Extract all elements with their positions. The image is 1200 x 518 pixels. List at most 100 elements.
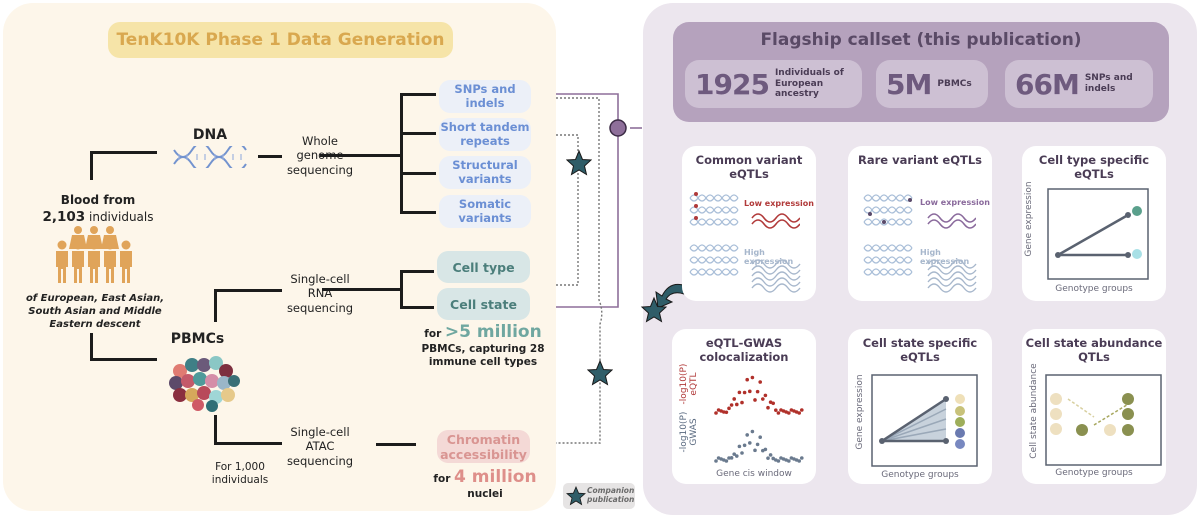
connector (214, 289, 282, 292)
stat-label: PBMCs (937, 78, 972, 89)
note-prefix: for (424, 328, 445, 340)
blood-label: Blood from 2,103 individuals (28, 193, 168, 226)
card-title: Common variant eQTLs (695, 153, 803, 181)
scrna-method: Single-cell RNA sequencing (286, 272, 354, 315)
connector (400, 270, 403, 308)
dna-helix-icon (173, 146, 247, 168)
connector (214, 415, 217, 445)
connector (400, 93, 436, 96)
eqtl-axis-label: -log10(P) eQTL (679, 363, 699, 405)
coloc-point (740, 451, 744, 455)
scrna-highlight: >5 million (444, 322, 542, 342)
coloc-point (735, 402, 739, 407)
coloc-point (776, 459, 781, 463)
connector (90, 333, 93, 361)
connector (90, 152, 93, 180)
junction-dot (609, 119, 627, 137)
coloc-point (758, 435, 762, 439)
note-suffix: nuclei (467, 488, 503, 501)
connector (258, 155, 282, 158)
dna-strands-icon (689, 192, 739, 276)
note-prefix: for (433, 473, 455, 485)
connector (90, 151, 157, 154)
scatac-method: Single-cell ATAC sequencing (286, 425, 354, 468)
coloc-point (742, 443, 747, 448)
legend-label: Companion publication (587, 486, 635, 505)
coloc-point (745, 433, 749, 437)
connector (400, 270, 434, 273)
coloc-point (758, 380, 762, 384)
coloc-point (761, 397, 765, 401)
card-title: eQTL-GWAS colocalization (699, 336, 789, 364)
legend: Companion publication (563, 483, 635, 509)
coloc-point (722, 410, 726, 414)
cell-state-plot (871, 374, 978, 467)
coloc-point (755, 442, 760, 447)
pbmc-cells-icon (169, 356, 240, 412)
connector (400, 211, 436, 214)
star-icon (587, 360, 613, 386)
coloc-point (727, 406, 731, 411)
stat-label: Individuals of European ancestry (774, 67, 844, 100)
colocalization-plot (714, 375, 804, 463)
card-eqtl-gwas-colocalization: eQTL-GWAS colocalization -log10(P) eQTL … (672, 329, 816, 484)
coloc-point (787, 459, 791, 463)
connector (214, 290, 217, 322)
abundance-plot (1045, 374, 1162, 466)
connector (214, 442, 282, 445)
scrna-note: for >5 million PBMCs, capturing 28 immun… (418, 322, 548, 370)
card-title: Cell state abundance QTLs (1025, 336, 1163, 364)
coloc-point (771, 401, 775, 406)
y-axis-label: Gene expression (855, 374, 865, 450)
y-axis-label: Cell state abundance (1029, 363, 1039, 459)
stat-label: SNPs and indels (1084, 73, 1133, 94)
coloc-point (737, 390, 742, 395)
connector (322, 288, 402, 291)
card-title: Cell type specific eQTLs (1038, 153, 1150, 181)
coloc-point (729, 403, 734, 407)
connector (90, 358, 157, 361)
people-icon (56, 226, 132, 283)
coloc-point (737, 444, 742, 449)
flagship-title: Flagship callset (this publication) (760, 30, 1082, 50)
coloc-point (742, 390, 747, 395)
coloc-point (750, 375, 755, 380)
card-title: Cell state specific eQTLs (862, 336, 978, 364)
coloc-point (753, 448, 757, 453)
note-suffix: PBMCs, capturing 28 immune cell types (421, 343, 545, 369)
coloc-point (724, 459, 729, 463)
panel-connectors (556, 93, 642, 444)
scatac-cohort: For 1,000 individuals (211, 461, 269, 487)
output-structural-variants: Structural variants (439, 156, 531, 189)
dna-strands-icon (863, 194, 913, 276)
coloc-point (750, 429, 755, 434)
output-cell-state: Cell state (437, 288, 530, 320)
star-icon (566, 486, 586, 506)
scatac-highlight: 4 million (454, 467, 537, 487)
x-axis-label: Genotype groups (1055, 468, 1133, 478)
blood-count-suffix: individuals (85, 209, 154, 224)
y-axis-label: Gene expression (1024, 181, 1034, 257)
connector (400, 93, 403, 213)
pbmc-label: PBMCs (170, 331, 225, 347)
coloc-point (735, 454, 739, 458)
cell-type-plot (1047, 188, 1149, 280)
high-expression-wave (751, 259, 801, 293)
high-expression-label: High expression (744, 248, 794, 266)
companion-arrow-icon (640, 283, 687, 323)
coloc-point (753, 398, 757, 402)
low-expression-label: Low expression (744, 199, 814, 208)
coloc-point (776, 411, 781, 415)
x-axis-label: Genotype groups (1055, 284, 1133, 294)
scatac-note: for 4 million nuclei (420, 467, 550, 501)
coloc-point (787, 411, 791, 415)
dna-label: DNA (192, 127, 228, 143)
connector (400, 306, 434, 309)
coloc-point (774, 408, 778, 412)
data-generation-title: TenK10K Phase 1 Data Generation (108, 22, 453, 58)
low-expression-wave (751, 213, 800, 229)
stat-value: 1925 (695, 67, 770, 101)
coloc-point (714, 459, 718, 463)
